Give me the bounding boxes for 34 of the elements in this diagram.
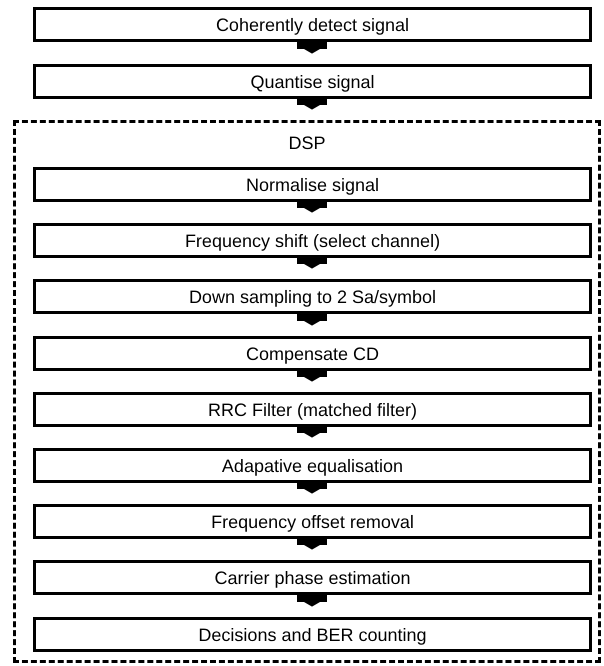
step-label: Quantise signal <box>250 72 375 92</box>
arrow <box>297 537 327 550</box>
step-label: Carrier phase estimation <box>214 568 411 588</box>
step-label: Frequency offset removal <box>211 512 414 532</box>
step-label: Frequency shift (select channel) <box>184 230 440 250</box>
step-label: Normalise signal <box>246 174 380 194</box>
arrow <box>297 97 327 110</box>
process-box <box>33 7 592 42</box>
step-label: Decisions and BER counting <box>198 624 427 644</box>
arrow <box>297 40 327 54</box>
step-label: RRC Filter (matched filter) <box>208 400 418 420</box>
process-box <box>33 223 592 258</box>
step-label: Compensate CD <box>246 344 380 364</box>
process-box <box>33 504 592 539</box>
arrow <box>297 425 327 438</box>
process-box <box>33 617 592 652</box>
arrow <box>297 481 327 494</box>
step-label: Adapative equalisation <box>222 456 404 476</box>
arrow <box>297 369 327 382</box>
arrow <box>297 593 327 607</box>
step-label: Coherently detect signal <box>216 14 410 34</box>
process-box <box>33 560 592 595</box>
process-box <box>33 167 592 202</box>
process-box <box>33 392 592 427</box>
arrow <box>297 256 327 269</box>
process-box <box>33 336 592 371</box>
process-box <box>33 279 592 314</box>
dashed-group-box <box>13 120 601 663</box>
step-label: Down sampling to 2 Sa/symbol <box>188 286 436 306</box>
arrow <box>297 312 327 326</box>
group-label: DSP <box>288 133 326 153</box>
process-box <box>33 448 592 483</box>
arrow <box>297 200 327 213</box>
process-box <box>33 64 592 99</box>
